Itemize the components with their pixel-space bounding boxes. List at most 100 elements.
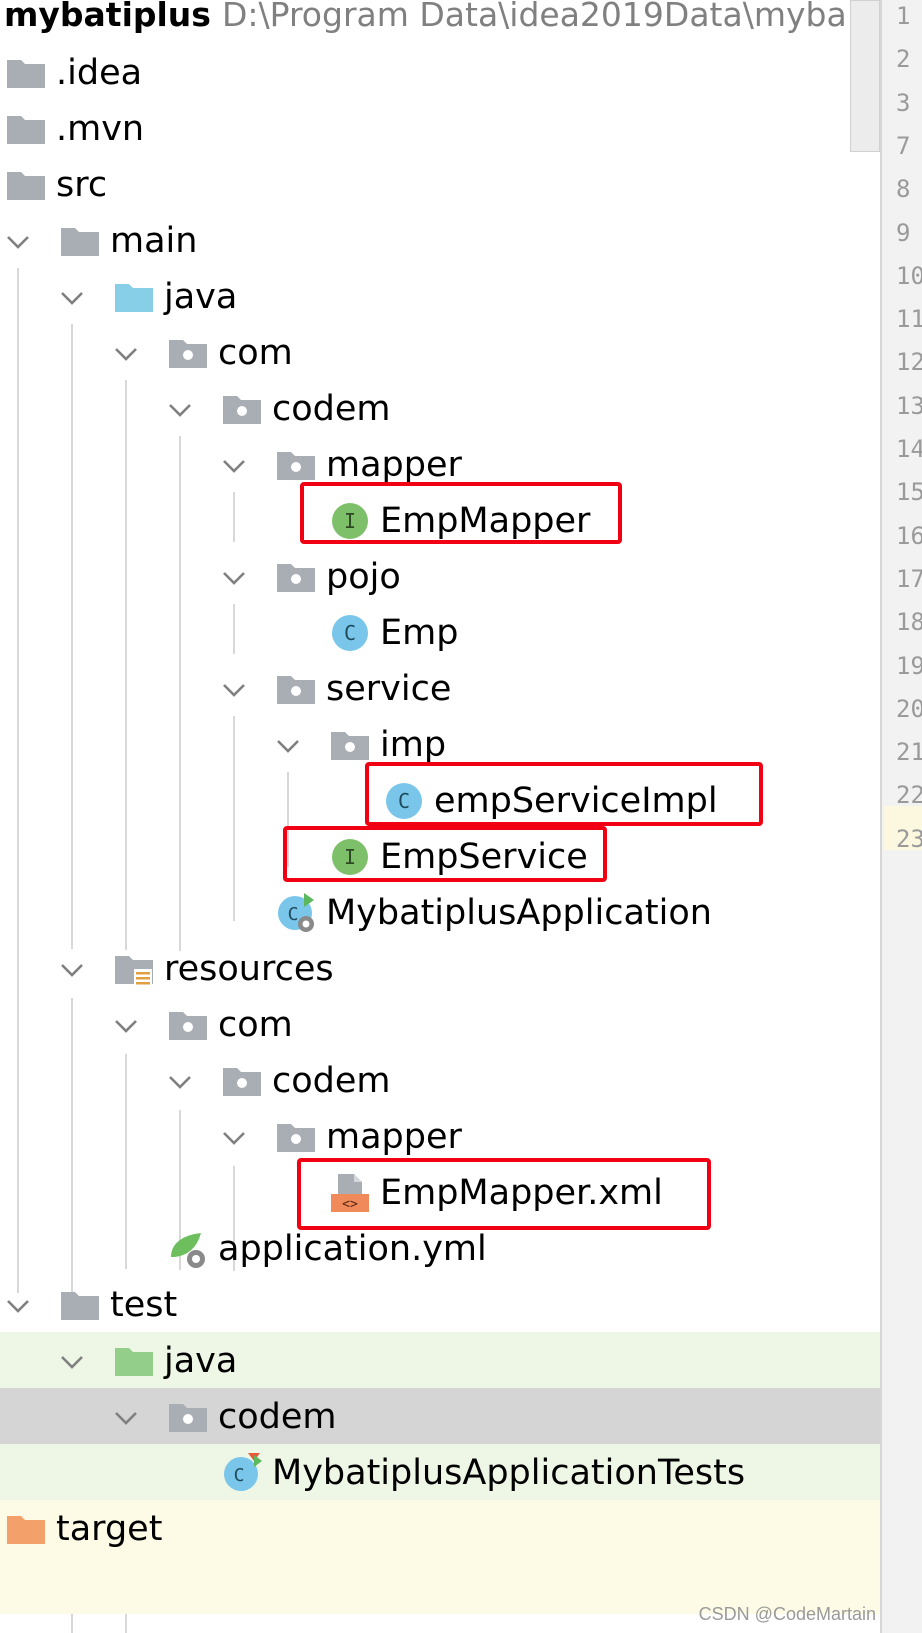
tree-item-package-service[interactable]: service (0, 660, 880, 718)
tree-item-label: service (326, 669, 452, 709)
resources-folder-icon (115, 956, 153, 987)
package-icon (331, 732, 369, 760)
indent-guide (125, 380, 127, 950)
tree-item-empmapper[interactable]: I EmpMapper (0, 492, 880, 550)
package-icon (277, 676, 315, 704)
tree-item-label: EmpMapper (380, 501, 591, 541)
tree-item-empservice[interactable]: I EmpService (0, 828, 880, 886)
tree-item-empserviceimpl[interactable]: C empServiceImpl (0, 772, 880, 830)
chevron-down-icon[interactable] (275, 733, 301, 759)
tree-item-test-codem[interactable]: codem (0, 1388, 880, 1446)
line-number: 3 (896, 88, 911, 117)
spring-config-icon (171, 1233, 205, 1268)
svg-text:C: C (288, 904, 299, 925)
tree-item-package-mapper[interactable]: mapper (0, 436, 880, 494)
watermark: CSDN @CodeMartain (698, 1604, 876, 1624)
indent-guide (233, 1166, 235, 1271)
tree-item-label: codem (272, 1061, 391, 1101)
chevron-down-icon[interactable] (113, 1405, 139, 1431)
tree-item-package-codem[interactable]: codem (0, 380, 880, 438)
tree-item-label: main (110, 221, 198, 261)
folder-icon (61, 228, 99, 256)
tree-item-resources-codem[interactable]: codem (0, 1052, 880, 1110)
folder-icon (7, 60, 45, 88)
line-number: 18 (896, 608, 922, 637)
chevron-down-icon[interactable] (5, 1293, 31, 1319)
tree-item-package-com[interactable]: com (0, 324, 880, 382)
tree-item-label: .idea (56, 53, 143, 93)
tree-item-src[interactable]: src (0, 156, 880, 214)
source-folder-icon (115, 284, 153, 312)
tree-item-main[interactable]: main (0, 212, 880, 270)
tree-item-label: resources (164, 949, 334, 989)
line-number: 23 (896, 824, 922, 853)
tree-item-resources[interactable]: resources (0, 940, 880, 998)
indent-guide (233, 492, 235, 542)
line-number: 10 (896, 261, 922, 290)
svg-text:C: C (344, 621, 356, 645)
project-name: mybatiplus (4, 0, 211, 34)
chevron-down-icon[interactable] (113, 1013, 139, 1039)
scrollbar-thumb[interactable] (850, 0, 880, 152)
chevron-down-icon[interactable] (221, 677, 247, 703)
chevron-down-icon[interactable] (59, 285, 85, 311)
excluded-folder-icon (7, 1516, 45, 1544)
chevron-down-icon[interactable] (59, 1349, 85, 1375)
tree-item-emp[interactable]: C Emp (0, 604, 880, 662)
tree-item-package-imp[interactable]: imp (0, 716, 880, 774)
chevron-down-icon[interactable] (113, 341, 139, 367)
line-number: 19 (896, 651, 922, 680)
svg-text:C: C (234, 1465, 245, 1486)
indent-guide (125, 1054, 127, 1269)
tree-item-idea[interactable]: .idea (0, 44, 880, 102)
tree-item-label: test (110, 1285, 178, 1325)
indent-guide (287, 772, 289, 867)
highlight-box-empmapper-xml (297, 1158, 711, 1230)
tree-item-java-source[interactable]: java (0, 268, 880, 326)
editor-gutter: 1237891011121314151617181920212223 (880, 0, 922, 1633)
test-folder-icon (115, 1348, 153, 1376)
tree-item-application-yml[interactable]: application.yml (0, 1220, 880, 1278)
svg-text:I: I (344, 845, 356, 869)
chevron-down-icon[interactable] (167, 397, 193, 423)
chevron-down-icon[interactable] (167, 1069, 193, 1095)
tree-item-java-test[interactable]: java (0, 1332, 880, 1390)
chevron-down-icon[interactable] (221, 453, 247, 479)
tree-item-label: mapper (326, 445, 462, 485)
chevron-down-icon[interactable] (59, 957, 85, 983)
chevron-down-icon[interactable] (221, 1125, 247, 1151)
tree-item-resources-com[interactable]: com (0, 996, 880, 1054)
tree-item-label: imp (380, 725, 447, 765)
interface-icon: I (332, 503, 368, 539)
svg-text:<>: <> (342, 1197, 358, 1212)
line-number: 16 (896, 521, 922, 550)
line-number: 2 (896, 45, 911, 74)
tree-item-label: Emp (380, 613, 459, 653)
tree-item-target[interactable]: target (0, 1500, 880, 1558)
chevron-down-icon[interactable] (221, 565, 247, 591)
tree-item-empmapper-xml[interactable]: <> EmpMapper.xml (0, 1164, 880, 1222)
package-icon (169, 340, 207, 368)
spring-boot-class-icon: C (278, 893, 314, 932)
tree-item-label: EmpMapper.xml (380, 1173, 663, 1213)
package-icon (169, 1404, 207, 1432)
line-number: 11 (896, 305, 922, 334)
tree-item-mybatiplusapplicationtests[interactable]: C MybatiplusApplicationTests (0, 1444, 880, 1502)
package-icon (277, 564, 315, 592)
tree-item-mvn[interactable]: .mvn (0, 100, 880, 158)
tree-item-label: MybatiplusApplication (326, 893, 712, 933)
xml-file-icon: <> (331, 1174, 369, 1212)
tree-item-label: .mvn (56, 109, 145, 149)
tree-item-mybatiplusapplication[interactable]: C MybatiplusApplication (0, 884, 880, 942)
line-number: 22 (896, 781, 922, 810)
tree-item-partial (0, 1556, 880, 1614)
svg-text:C: C (398, 789, 410, 813)
chevron-down-icon[interactable] (5, 229, 31, 255)
indent-guide (233, 716, 235, 921)
tree-item-test[interactable]: test (0, 1276, 880, 1334)
highlight-box-empservice (283, 826, 607, 882)
project-root-row[interactable]: mybatiplus D:\Program Data\idea2019Data\… (0, 0, 880, 44)
indent-guide (179, 1110, 181, 1270)
tree-item-resources-mapper[interactable]: mapper (0, 1108, 880, 1166)
tree-item-package-pojo[interactable]: pojo (0, 548, 880, 606)
